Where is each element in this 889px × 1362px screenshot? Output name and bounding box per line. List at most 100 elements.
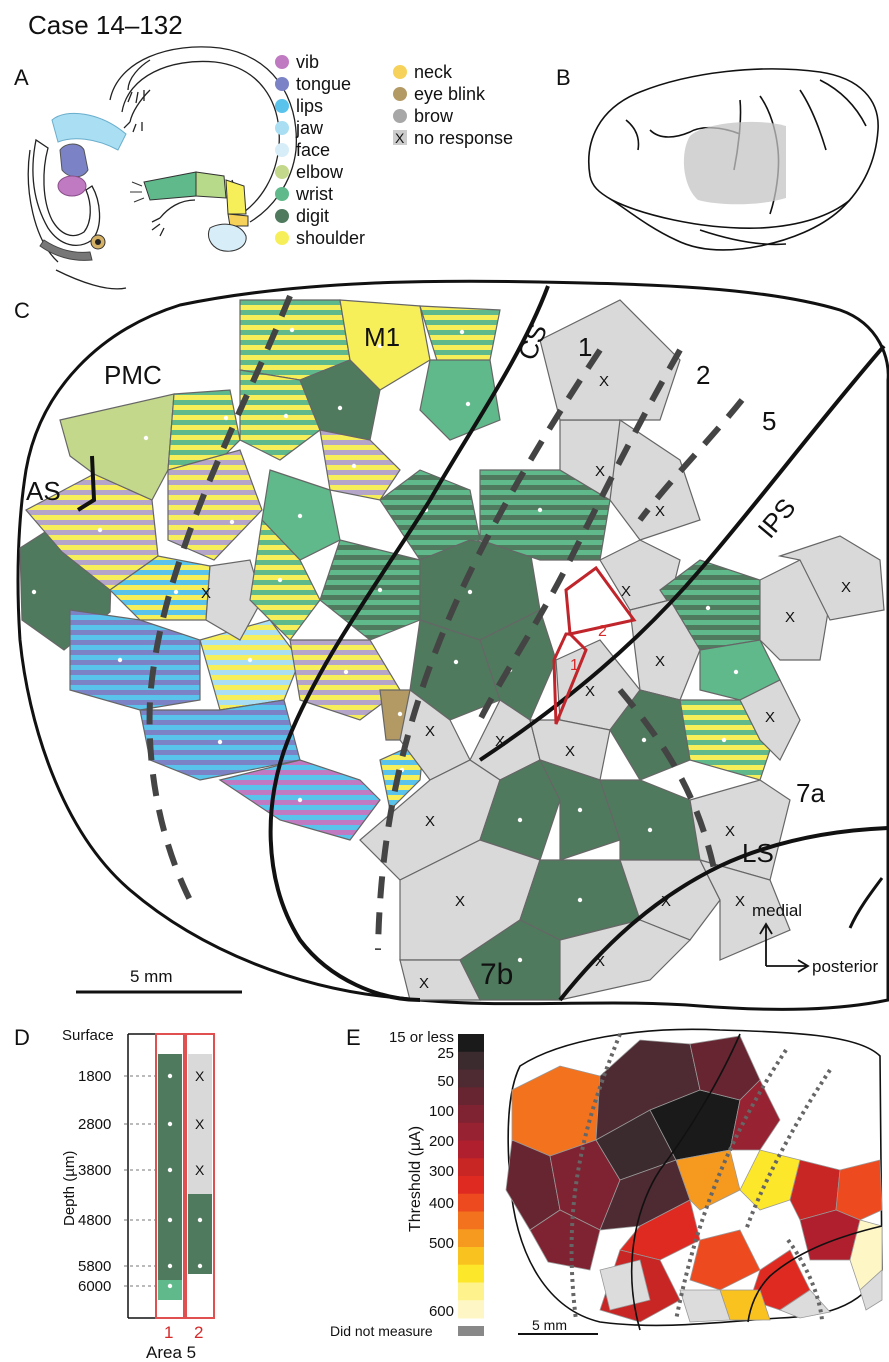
map-cell	[609, 418, 701, 541]
no-response-x: X	[841, 579, 851, 596]
no-response-x: X	[455, 893, 465, 910]
track-label-1: 1	[164, 1323, 173, 1342]
map-cell	[739, 679, 801, 762]
area-label-2: 2	[696, 360, 710, 390]
track-2-site	[197, 1263, 203, 1269]
map-cell	[689, 779, 791, 881]
map-cell	[249, 518, 321, 641]
no-response-x: X	[595, 953, 605, 970]
no-response-x: X	[735, 893, 745, 910]
recording-site-dot	[343, 669, 349, 675]
colorbar-tick: 50	[437, 1073, 454, 1090]
orientation-posterior: posterior	[812, 957, 878, 976]
depth-tick-2800: 2800	[78, 1116, 111, 1133]
colorbar-tick: 25	[437, 1045, 454, 1062]
panel-label-a: A	[14, 65, 29, 90]
legend-swatch-jaw	[275, 121, 289, 135]
legend-label-vib: vib	[296, 52, 319, 72]
legend-label-digit: digit	[296, 206, 329, 226]
sulcus-fragment	[848, 877, 884, 929]
map-cell	[339, 299, 431, 391]
colorbar-step	[458, 1193, 484, 1212]
threshold-cell	[619, 1199, 701, 1261]
colorbar-step	[458, 1158, 484, 1177]
box-label-2: 2	[598, 623, 607, 640]
recording-site-dot	[247, 657, 253, 663]
map-cell	[319, 429, 401, 501]
threshold-cell-unmeasured	[859, 1269, 883, 1311]
recording-site-dot	[117, 657, 123, 663]
legend-label-tongue: tongue	[296, 74, 351, 94]
colorbar-tick: 500	[429, 1235, 454, 1252]
no-response-x: X	[425, 813, 435, 830]
monkey-colored-parts	[32, 112, 249, 261]
monkey-illustration	[27, 46, 297, 290]
recording-site-dot	[537, 507, 543, 513]
recording-site-dot	[465, 401, 471, 407]
legend-swatch-elbow	[275, 165, 289, 179]
threshold-cell	[835, 1159, 883, 1221]
track-1-outline	[155, 1033, 185, 1319]
legend-swatch-eye-blink	[393, 87, 407, 101]
colorbar-step	[458, 1176, 484, 1195]
recording-site-dot	[229, 519, 235, 525]
region-label-m1: M1	[364, 322, 400, 352]
no-response-x: X	[621, 583, 631, 600]
legend-swatch-neck	[393, 65, 407, 79]
depth-tick-5800: 5800	[78, 1258, 111, 1275]
map-cell	[479, 609, 557, 721]
legend-label-jaw: jaw	[295, 118, 324, 138]
scale-label-e: 5 mm	[532, 1317, 567, 1333]
map-cell	[299, 359, 381, 441]
track-1-site	[167, 1167, 173, 1173]
surface-label: Surface	[62, 1027, 114, 1044]
orientation-medial: medial	[752, 901, 802, 920]
track-1-site	[167, 1217, 173, 1223]
legend-label-no-response: no response	[414, 128, 513, 148]
depth-tick-6000: 6000	[78, 1278, 111, 1295]
recording-site-dot	[277, 577, 283, 583]
region-label-ls: LS	[742, 838, 774, 868]
recording-site-dot	[217, 739, 223, 745]
no-response-x: X	[585, 683, 595, 700]
threshold-cell-unmeasured	[679, 1289, 731, 1323]
region-label-7b: 7b	[480, 958, 513, 991]
highlight-box-2	[564, 565, 637, 636]
colorbar-tick: 100	[429, 1103, 454, 1120]
legend-swatch-vib	[275, 55, 289, 69]
legend-swatch-wrist	[275, 187, 289, 201]
recording-site-dot	[351, 463, 357, 469]
threshold-cell-unmeasured	[599, 1259, 651, 1311]
threshold-cell	[849, 1219, 883, 1291]
recording-site-dot	[517, 957, 523, 963]
legend-label-eye-blink: eye blink	[414, 84, 486, 104]
track-2-no-response-x: X	[195, 1068, 205, 1084]
legend-swatch-tongue	[275, 77, 289, 91]
panel-label-b: B	[556, 65, 571, 90]
recording-site-dot	[297, 513, 303, 519]
track-1-site	[167, 1263, 173, 1269]
recording-site-dot	[467, 589, 473, 595]
track-1-site	[167, 1073, 173, 1079]
no-response-x: X	[425, 723, 435, 740]
colorbar-tick: 200	[429, 1133, 454, 1150]
track-1-wrist	[158, 1280, 182, 1300]
map-cell	[777, 535, 885, 621]
legend-label-brow: brow	[414, 106, 454, 126]
recording-site-dot	[31, 589, 37, 595]
area-boundaries	[146, 294, 745, 951]
legend-label-elbow: elbow	[296, 162, 344, 182]
legend-swatch-no-response	[393, 130, 407, 145]
legend-swatch-face	[275, 143, 289, 157]
figure-title: Case 14–132	[28, 10, 183, 40]
legend-swatch-shoulder	[275, 231, 289, 245]
colorbar-tick: 600	[429, 1303, 454, 1320]
recording-site-dot	[173, 589, 179, 595]
recording-site-dot	[647, 827, 653, 833]
recording-site-dot	[97, 527, 103, 533]
legend-label-wrist: wrist	[295, 184, 333, 204]
threshold-cell-unmeasured	[779, 1289, 831, 1319]
area-label-5: 5	[762, 406, 776, 436]
